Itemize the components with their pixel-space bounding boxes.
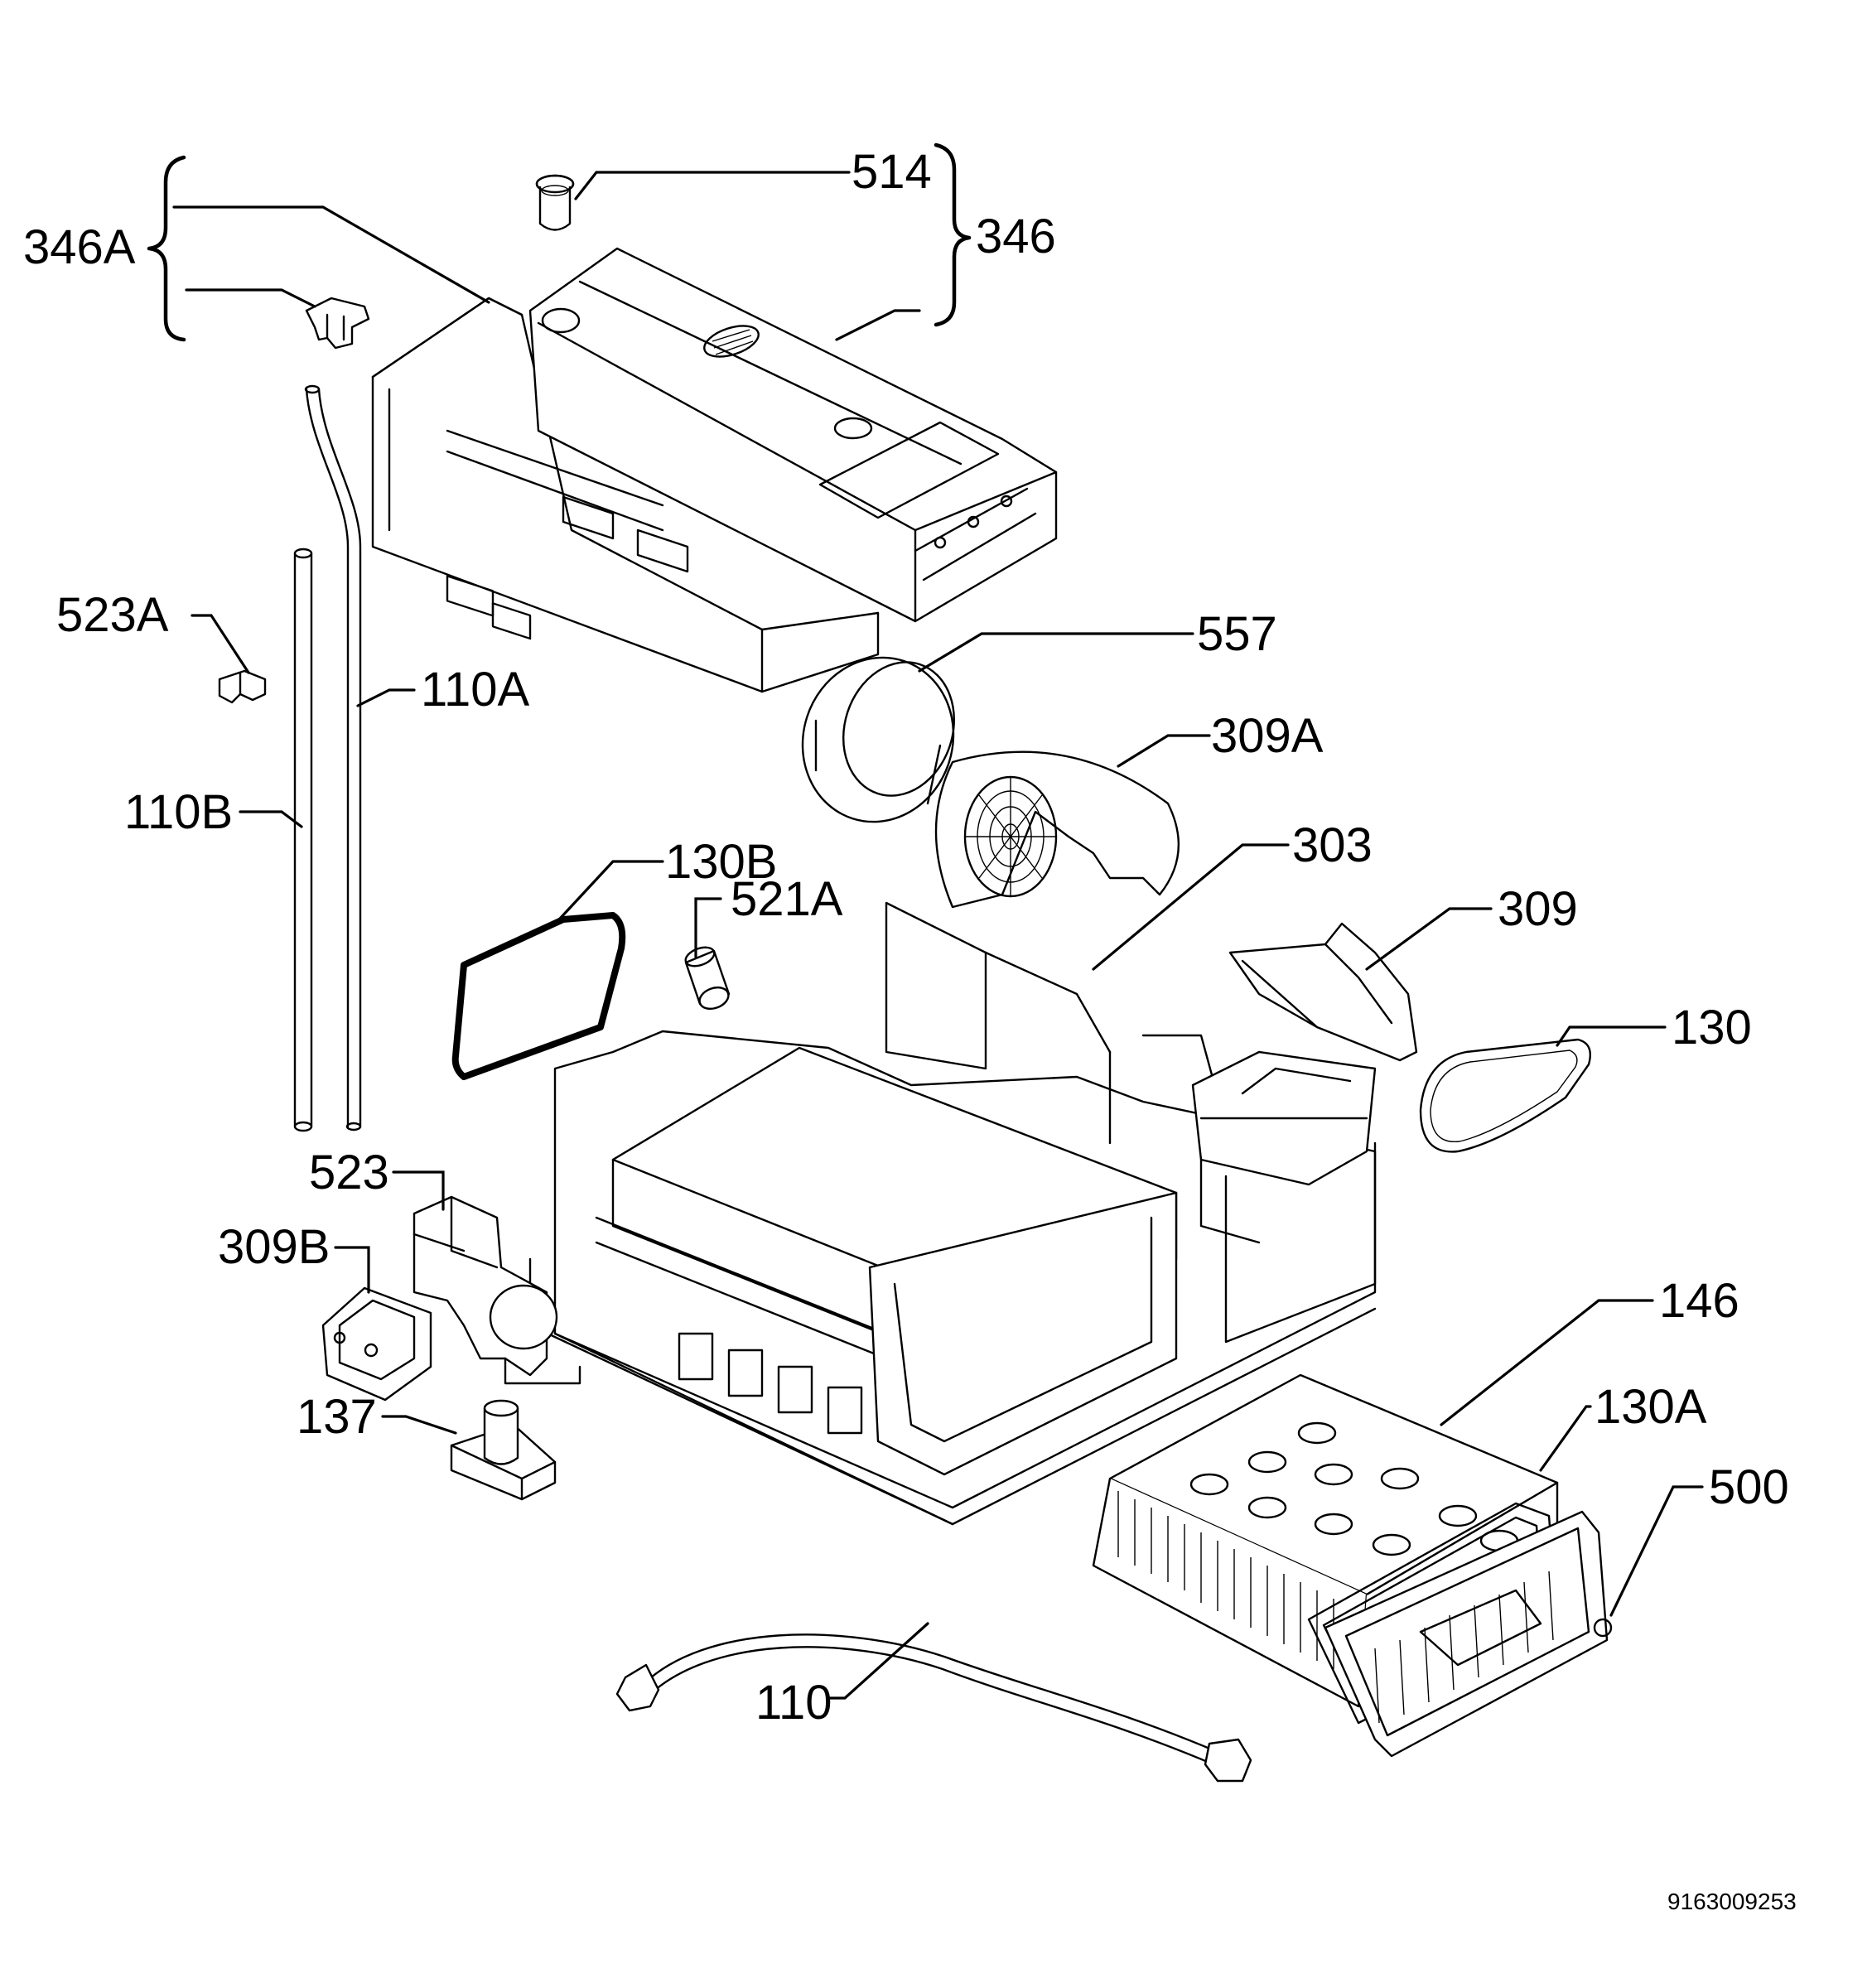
part-130-gasket [1419,1038,1592,1153]
part-346-tank-assembly [371,247,1058,693]
label-523: 523 [309,1146,389,1199]
document-number: 9163009253 [1667,1889,1797,1914]
part-521A-bushing [684,946,731,1011]
part-346A-clip [305,297,370,350]
leader-lines [172,171,1704,1700]
part-309B-cover [321,1286,432,1402]
part-500-frame [1324,1510,1613,1758]
part-110B-tube [293,548,313,1132]
label-110A: 110A [421,663,529,717]
label-130B: 130B [665,835,777,889]
callout-labels: 346A 514 346 523A 110A 557 110B 309A 130… [23,145,1797,1914]
part-523-switch [413,1195,581,1385]
label-130: 130 [1672,1001,1752,1054]
part-514-float [535,174,575,231]
part-137-holder [450,1399,557,1501]
label-309A: 309A [1211,709,1324,763]
part-309A-fan-cover [934,750,1180,909]
bracket-346A [147,155,186,342]
label-110: 110 [755,1676,832,1730]
label-303: 303 [1292,818,1373,872]
label-557: 557 [1197,607,1277,661]
label-309: 309 [1498,882,1578,936]
label-110B: 110B [124,785,233,839]
label-523A: 523A [56,588,169,642]
part-309-duct [1228,922,1418,1062]
label-346: 346 [976,210,1056,263]
label-130A: 130A [1595,1380,1707,1434]
part-303-base-housing [528,901,1377,1526]
label-514: 514 [852,145,932,199]
part-110-hose [615,1633,1252,1783]
label-500: 500 [1709,1460,1789,1514]
part-523A-clip [218,669,267,704]
label-146: 146 [1659,1274,1739,1328]
label-137: 137 [297,1390,377,1444]
part-130B-gasket [451,912,626,1080]
part-557-ring [801,656,956,823]
label-346A: 346A [23,220,136,274]
bracket-346 [934,142,972,327]
part-110A-tube [304,384,362,1132]
label-521A: 521A [731,872,843,926]
label-309B: 309B [218,1220,330,1274]
